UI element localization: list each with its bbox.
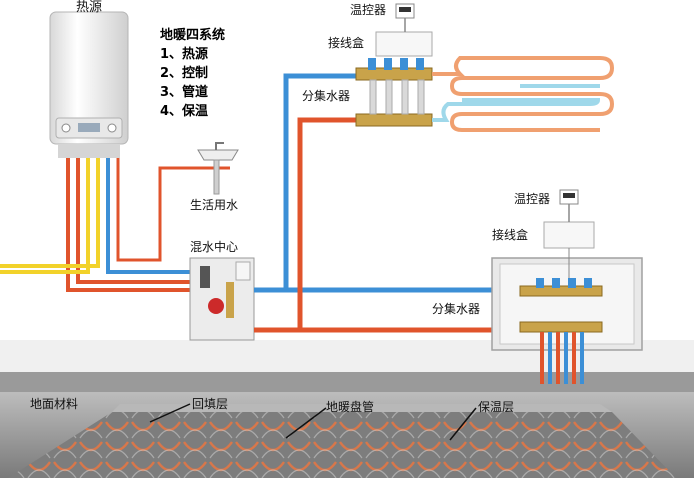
boiler-knob-left — [61, 123, 71, 133]
return-riser-top — [297, 117, 356, 330]
system-list: 地暖四系统 1、热源 2、控制 3、管道 4、保温 — [160, 26, 225, 121]
manifold-top-rod-1 — [369, 79, 377, 115]
thermostat-right-label: 温控器 — [514, 192, 551, 206]
manifold-top-valve-4 — [416, 58, 424, 70]
mixing-control-unit — [235, 261, 251, 281]
system-item-4: 4、保温 — [160, 104, 209, 119]
mixing-brass-pipe — [226, 282, 234, 318]
backfill-layer-label: 回填层 — [192, 397, 229, 411]
heating-coil-floor — [8, 412, 676, 478]
thermostat-top-screen — [399, 7, 411, 12]
manifold-right-valve-2 — [552, 278, 560, 288]
coil-leader — [285, 407, 327, 439]
floor-material-label: 地面材料 — [30, 397, 79, 411]
mixing-pump — [208, 298, 224, 314]
heating-coil-label: 地暖盘管 — [326, 400, 375, 414]
manifold-top-label: 分集水器 — [302, 89, 351, 103]
gas-pipe — [0, 158, 90, 274]
system-title: 地暖四系统 — [160, 28, 226, 43]
mixing-valve — [200, 266, 210, 288]
manifold-top-rod-4 — [417, 79, 425, 115]
distribution-pipes — [254, 73, 520, 333]
junction-box-right — [543, 221, 595, 249]
boiler-display — [78, 123, 100, 132]
backfill-edge — [112, 404, 612, 412]
manifold-right-return-bar — [519, 321, 603, 333]
floor-top-layer — [0, 372, 694, 392]
manifold-right-out-2 — [548, 332, 552, 384]
coil-loop-cold — [432, 98, 601, 122]
manifold-right-cabinet — [491, 257, 643, 384]
manifold-top-valve-3 — [400, 58, 408, 70]
coil-loop-hot — [432, 56, 615, 132]
heat-source-label: 热源 — [76, 0, 103, 15]
gas-pipe-2 — [0, 158, 100, 268]
system-item-2: 2、控制 — [160, 66, 209, 81]
boiler-return-pipe — [106, 158, 190, 274]
manifold-top-rod-2 — [385, 79, 393, 115]
thermostat-top-label: 温控器 — [350, 3, 387, 17]
manifold-top-rod-3 — [401, 79, 409, 115]
control-top — [375, 3, 433, 57]
mixing-center — [189, 257, 255, 341]
manifold-right-out-5 — [572, 332, 576, 384]
manifold-right-valve-3 — [568, 278, 576, 288]
manifold-right-supply-bar — [519, 285, 603, 297]
system-item-1: 1、热源 — [160, 47, 209, 62]
supply-riser-top — [283, 73, 356, 290]
thermostat-right-screen — [563, 193, 575, 198]
manifold-right-label: 分集水器 — [432, 302, 481, 316]
coil-loops-top — [432, 56, 615, 132]
boiler-bottom — [58, 144, 120, 158]
boiler-hot-supply-pipe — [66, 158, 190, 292]
manifold-top-valve-2 — [384, 58, 392, 70]
mixing-center-label: 混水中心 — [190, 240, 239, 254]
floor-section — [0, 372, 694, 478]
domestic-water-label: 生活用水 — [190, 198, 239, 212]
manifold-right-out-1 — [540, 332, 544, 384]
system-item-3: 3、管道 — [160, 85, 209, 100]
floor-leader-lines — [149, 403, 477, 441]
junction-box-top-label: 接线盒 — [328, 36, 365, 50]
manifold-right-out-4 — [564, 332, 568, 384]
boiler-hot-pipe-2 — [76, 158, 190, 284]
sink-faucet — [215, 142, 224, 150]
backfill-leader — [149, 403, 191, 423]
sink — [197, 142, 239, 195]
boiler-pipes — [0, 158, 230, 292]
manifold-right-out-3 — [556, 332, 560, 384]
insulation-layer-label: 保温层 — [478, 400, 515, 414]
manifold-top-return-bar — [355, 113, 433, 127]
manifold-top — [355, 58, 433, 127]
boiler — [49, 11, 129, 158]
insulation-leader — [449, 407, 477, 441]
control-right — [543, 189, 595, 278]
manifold-right-out-6 — [580, 332, 584, 384]
sink-basin — [197, 149, 239, 161]
manifold-right-valve-4 — [584, 278, 592, 288]
domestic-hot-pipe — [116, 158, 230, 262]
junction-box-right-label: 接线盒 — [492, 228, 529, 242]
boiler-knob-right — [107, 123, 117, 133]
manifold-top-valve-1 — [368, 58, 376, 70]
manifold-right-valve-1 — [536, 278, 544, 288]
junction-box-top — [375, 31, 433, 57]
sink-pedestal — [213, 159, 220, 195]
